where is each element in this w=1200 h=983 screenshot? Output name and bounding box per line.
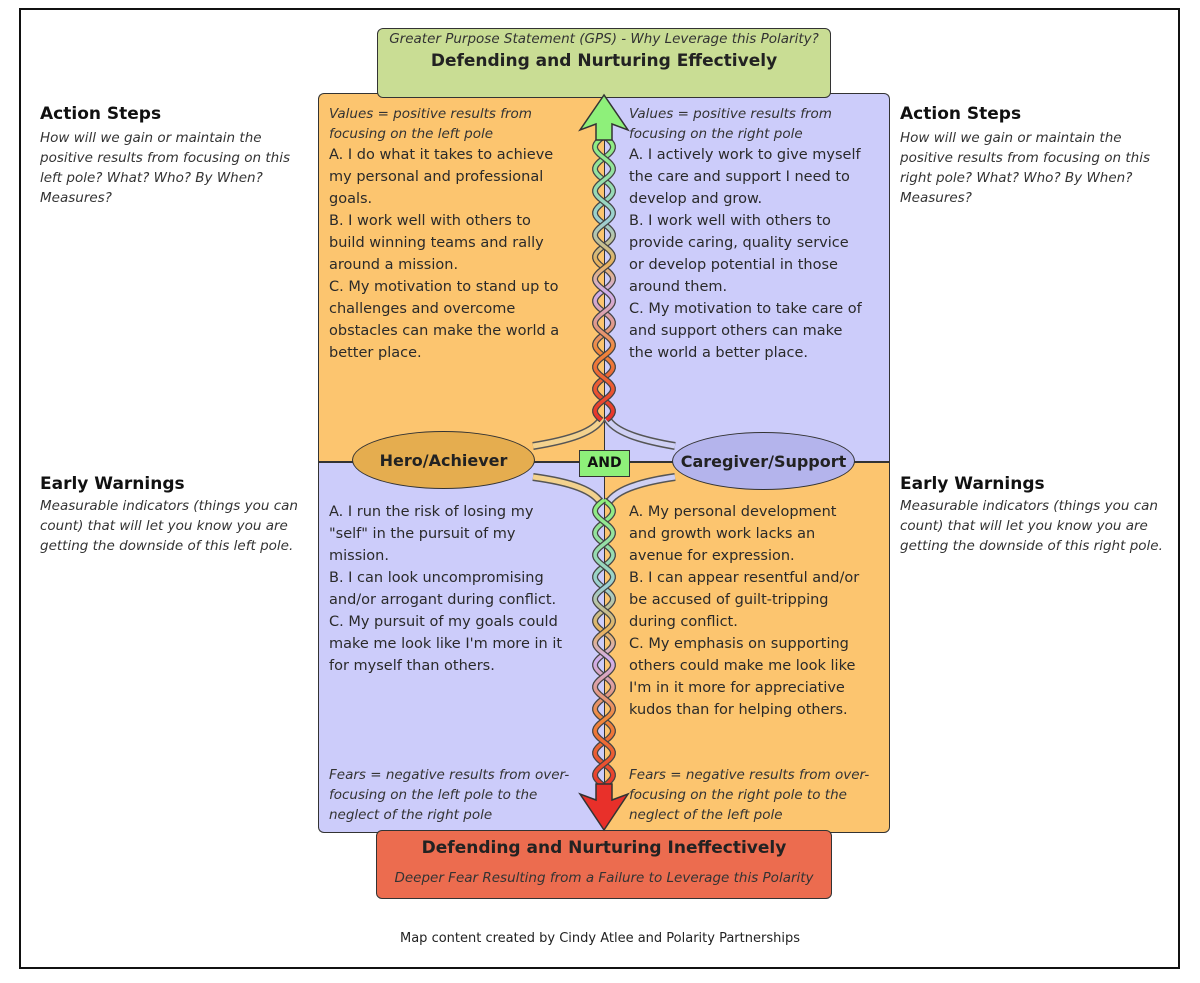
left-action-heading: Action Steps [40, 104, 162, 124]
right-early-warnings: Early Warnings Measurable indicators (th… [900, 474, 1175, 556]
upper-right-note: Values = positive results from focusing … [629, 106, 832, 142]
upper-left-content: Values = positive results from focusing … [329, 104, 599, 364]
arrow-down-icon [578, 783, 630, 832]
lower-left-content: A. I run the risk of losing my "self" in… [329, 501, 599, 677]
upper-left-note: Values = positive results from focusing … [329, 106, 532, 142]
helix-strand [593, 134, 615, 422]
right-action-text: How will we gain or maintain the positiv… [900, 130, 1150, 206]
lower-left-fears: A. I run the risk of losing my "self" in… [329, 504, 563, 674]
upper-right-values: A. I actively work to give myself the ca… [629, 147, 862, 361]
left-action-steps: Action Steps How will we gain or maintai… [40, 104, 310, 208]
lower-right-fears: A. My personal development and growth wo… [629, 504, 860, 718]
deeper-fear-box: Defending and Nurturing Ineffectively De… [376, 830, 832, 899]
lower-right-note: Fears = negative results from over- focu… [629, 767, 870, 823]
helix-strand [593, 134, 615, 422]
lower-left-quadrant [318, 462, 605, 833]
right-pole: Caregiver/Support [672, 432, 855, 490]
upper-right-content: Values = positive results from focusing … [629, 104, 889, 364]
left-warning-heading: Early Warnings [40, 474, 185, 494]
arrow-up-icon [578, 93, 630, 141]
deeper-fear-subtitle: Deeper Fear Resulting from a Failure to … [394, 870, 814, 886]
gps-title: Defending and Nurturing Effectively [430, 51, 778, 71]
lower-left-note: Fears = negative results from over- focu… [329, 767, 570, 823]
right-action-heading: Action Steps [900, 104, 1022, 124]
left-pole: Hero/Achiever [352, 431, 535, 489]
gps-subtitle: Greater Purpose Statement (GPS) - Why Le… [389, 31, 819, 47]
left-warning-text: Measurable indicators (things you can co… [40, 498, 298, 554]
left-action-text: How will we gain or maintain the positiv… [40, 130, 290, 206]
upper-left-values: A. I do what it takes to achieve my pers… [329, 147, 560, 361]
right-warning-text: Measurable indicators (things you can co… [900, 498, 1163, 554]
helix-strands [592, 133, 616, 793]
and-connector: AND [579, 450, 630, 477]
lower-right-quadrant [604, 462, 890, 833]
lower-right-content: A. My personal development and growth wo… [629, 501, 889, 721]
deeper-fear-title: Defending and Nurturing Ineffectively [421, 838, 787, 858]
upper-left-quadrant [318, 93, 605, 463]
right-action-steps: Action Steps How will we gain or maintai… [900, 104, 1175, 208]
helix-strand [593, 498, 615, 792]
credit-line: Map content created by Cindy Atlee and P… [400, 931, 800, 946]
greater-purpose-box: Greater Purpose Statement (GPS) - Why Le… [377, 28, 831, 98]
left-early-warnings: Early Warnings Measurable indicators (th… [40, 474, 310, 556]
right-warning-heading: Early Warnings [900, 474, 1045, 494]
